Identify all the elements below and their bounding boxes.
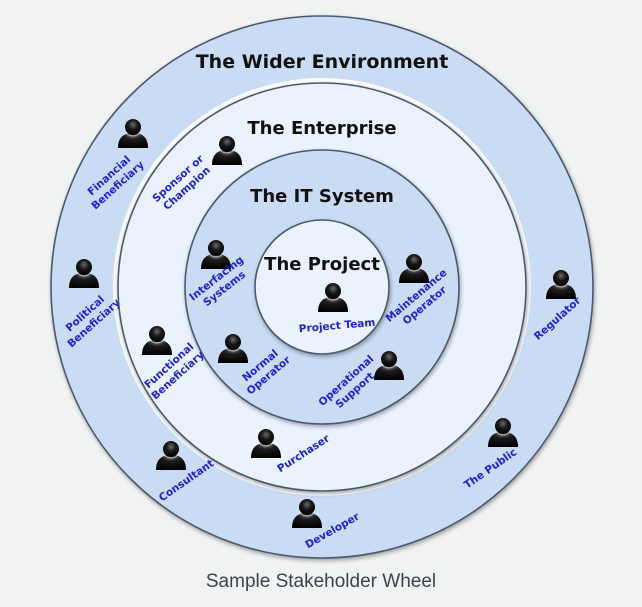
ring-title-it-system: The IT System xyxy=(250,186,394,207)
person-icon xyxy=(488,418,518,447)
diagram-caption: Sample Stakeholder Wheel xyxy=(205,571,437,592)
person-icon xyxy=(69,259,99,288)
person-icon xyxy=(156,441,186,470)
ring-title-wider-environment: The Wider Environment xyxy=(196,51,449,73)
person-icon xyxy=(118,119,148,148)
person-icon xyxy=(251,429,281,458)
ring-title-enterprise: The Enterprise xyxy=(247,118,396,139)
person-icon xyxy=(546,270,576,299)
person-icon xyxy=(212,136,242,165)
person-icon xyxy=(399,254,429,283)
stakeholder-project-team: Project Team xyxy=(298,283,376,335)
person-icon xyxy=(292,499,322,528)
person-icon xyxy=(201,240,231,269)
person-icon xyxy=(318,283,348,312)
person-icon xyxy=(374,351,404,380)
ring-project xyxy=(254,219,390,355)
person-icon xyxy=(142,326,172,355)
person-icon xyxy=(218,334,248,363)
ring-title-project: The Project xyxy=(264,254,380,275)
